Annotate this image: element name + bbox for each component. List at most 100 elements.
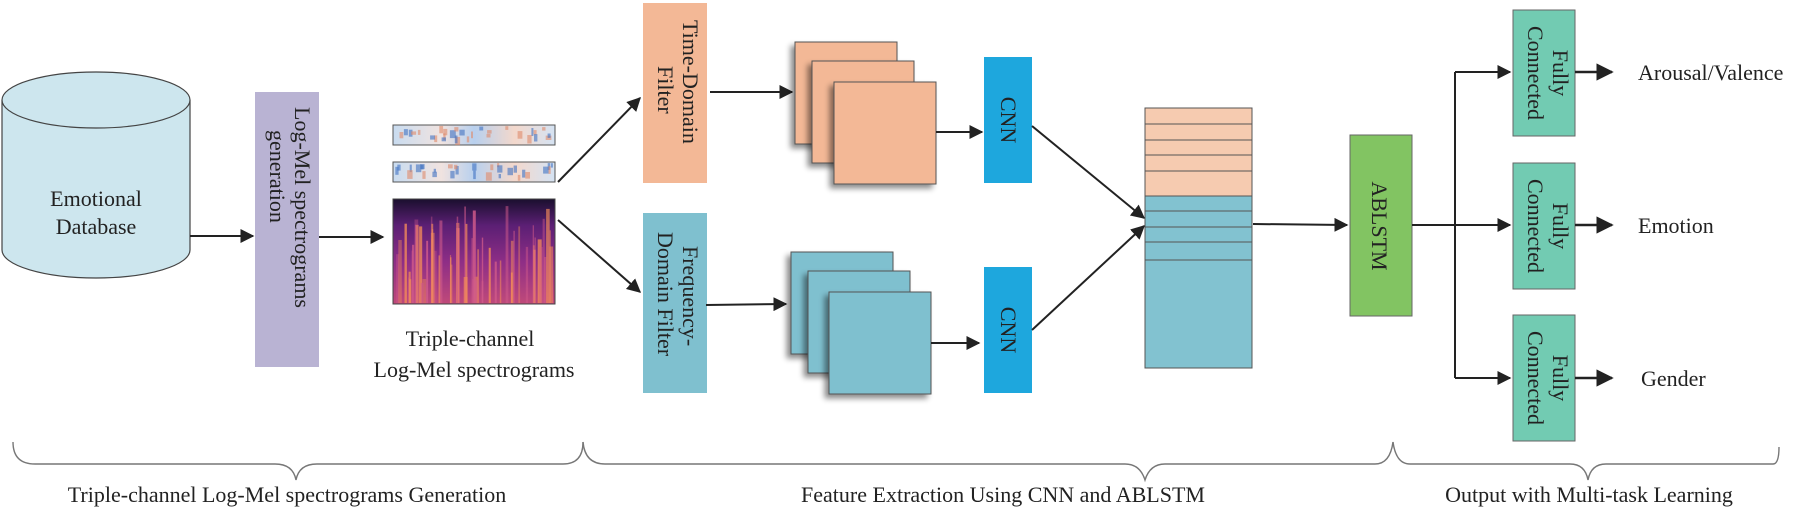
delta-texture — [450, 170, 455, 179]
output-emotion: Emotion — [1638, 213, 1714, 238]
ablstm-label: ABLSTM — [1367, 181, 1392, 270]
spectrogram-texture — [398, 240, 402, 303]
cnn-bottom-node: CNN — [984, 267, 1032, 393]
spectrogram-texture — [463, 277, 468, 303]
delta-texture — [420, 164, 425, 170]
freq-filter-label-line1: Frequency- — [678, 246, 703, 346]
spectrogram-texture — [549, 230, 551, 303]
spectrogram-texture — [471, 238, 473, 303]
delta-texture — [525, 172, 530, 179]
fc-1-label-line1: Fully — [1548, 50, 1573, 96]
output-arousal-valence: Arousal/Valence — [1638, 60, 1783, 85]
delta-texture — [547, 133, 551, 138]
delta-texture — [485, 172, 492, 181]
frequency-feature-maps — [790, 251, 932, 395]
delta-texture — [417, 129, 421, 135]
fc-node-gender: Fully Connected — [1512, 314, 1576, 442]
spectrogram-texture — [415, 225, 419, 303]
spectrogram-texture — [414, 224, 419, 303]
spectrogram-caption-line2: Log-Mel spectrograms — [374, 357, 575, 382]
spectrogram-texture — [426, 240, 429, 303]
spectrogram-texture — [534, 237, 536, 303]
delta-texture — [533, 130, 537, 135]
logmel-label-line2: generation — [265, 130, 290, 223]
arrow-cnn-top-to-stack — [1031, 125, 1146, 219]
time-filter-label-line2: Filter — [653, 66, 678, 114]
fc-node-arousal-valence: Fully Connected — [1512, 9, 1576, 137]
spectrogram-texture — [532, 225, 534, 303]
arrow-to-time-filter — [557, 96, 641, 183]
spectrogram-texture — [434, 250, 437, 303]
spectrogram-texture — [505, 206, 509, 303]
spectrogram-texture — [539, 247, 543, 303]
fc-1-label-line2: Connected — [1523, 26, 1548, 120]
delta-texture — [409, 164, 412, 173]
spectrogram-texture — [450, 257, 452, 303]
spectrogram-texture — [481, 237, 484, 303]
delta-texture — [443, 128, 448, 136]
delta-texture — [454, 164, 458, 170]
feature-map-3 — [833, 81, 937, 185]
delta-delta-spectrogram — [392, 124, 556, 146]
delta-texture — [443, 133, 446, 141]
delta-texture — [472, 163, 477, 171]
arrow-stack-to-ablstm — [1252, 217, 1349, 232]
time-feature-maps — [794, 41, 937, 185]
delta-texture — [527, 135, 532, 144]
delta-texture — [498, 174, 501, 179]
stage-label-2: Feature Extraction Using CNN and ABLSTM — [801, 482, 1205, 507]
spectrogram-texture — [477, 249, 479, 303]
delta-texture — [471, 131, 473, 139]
arrow-freq-filter-to-maps — [705, 297, 788, 312]
delta-texture — [408, 129, 413, 137]
delta-texture — [466, 136, 470, 143]
delta-texture — [434, 135, 438, 143]
spectrogram-texture — [544, 257, 547, 303]
spectrogram-texture — [542, 218, 545, 303]
brace-stage-1 — [12, 441, 584, 481]
spectrogram-texture — [411, 250, 414, 303]
delta-texture — [430, 135, 435, 140]
spectrogram-texture — [488, 247, 491, 303]
frequency-domain-filter-node: Frequency- Domain Filter — [643, 213, 707, 393]
delta-texture — [441, 137, 446, 142]
brace-stage-3 — [1392, 441, 1780, 481]
delta-texture — [513, 165, 517, 173]
delta-texture — [542, 127, 546, 131]
spectrogram-texture — [465, 223, 468, 303]
spectrogram-texture — [422, 279, 427, 303]
spectrogram-texture — [494, 261, 497, 303]
delta-texture — [455, 166, 459, 175]
output-gender: Gender — [1641, 366, 1706, 391]
triple-channel-spectrograms: Triple-channel Log-Mel spectrograms — [374, 124, 575, 382]
delta-texture — [449, 130, 456, 139]
spectrogram-texture — [404, 223, 407, 303]
spectrogram-texture — [419, 226, 423, 303]
logmel-label-line1: Log-Mel spectrograms — [290, 107, 315, 308]
delta-texture — [487, 130, 492, 134]
delta-texture — [550, 163, 553, 168]
fc-3-label-line1: Fully — [1548, 355, 1573, 401]
spectrogram-texture — [518, 226, 521, 303]
spectrogram-texture — [513, 230, 515, 303]
delta-texture — [473, 170, 476, 180]
emotional-database-node: Emotional Database — [1, 71, 191, 279]
fc-node-emotion: Fully Connected — [1512, 162, 1576, 290]
spectrogram-texture — [499, 260, 502, 303]
spectrogram-texture — [420, 282, 424, 303]
logmel-generation-node: Log-Mel spectrograms generation — [255, 92, 319, 367]
spectrogram-texture — [472, 210, 476, 303]
spectrogram-texture — [412, 244, 415, 303]
feature-map-3 — [828, 291, 932, 395]
freq-filter-label-line2: Domain Filter — [653, 232, 678, 357]
time-filter-label-line1: Time-Domain — [678, 20, 703, 144]
spectrogram-caption-line1: Triple-channel — [406, 326, 535, 351]
spectrogram-texture — [439, 220, 443, 303]
delta-texture — [454, 127, 459, 132]
spectrogram-texture — [396, 254, 399, 303]
spectrogram-texture — [533, 249, 536, 303]
spectrogram-texture — [456, 216, 459, 303]
arrow-cnn-bottom-to-stack — [1031, 225, 1146, 331]
fc-2-label-line2: Connected — [1523, 179, 1548, 273]
